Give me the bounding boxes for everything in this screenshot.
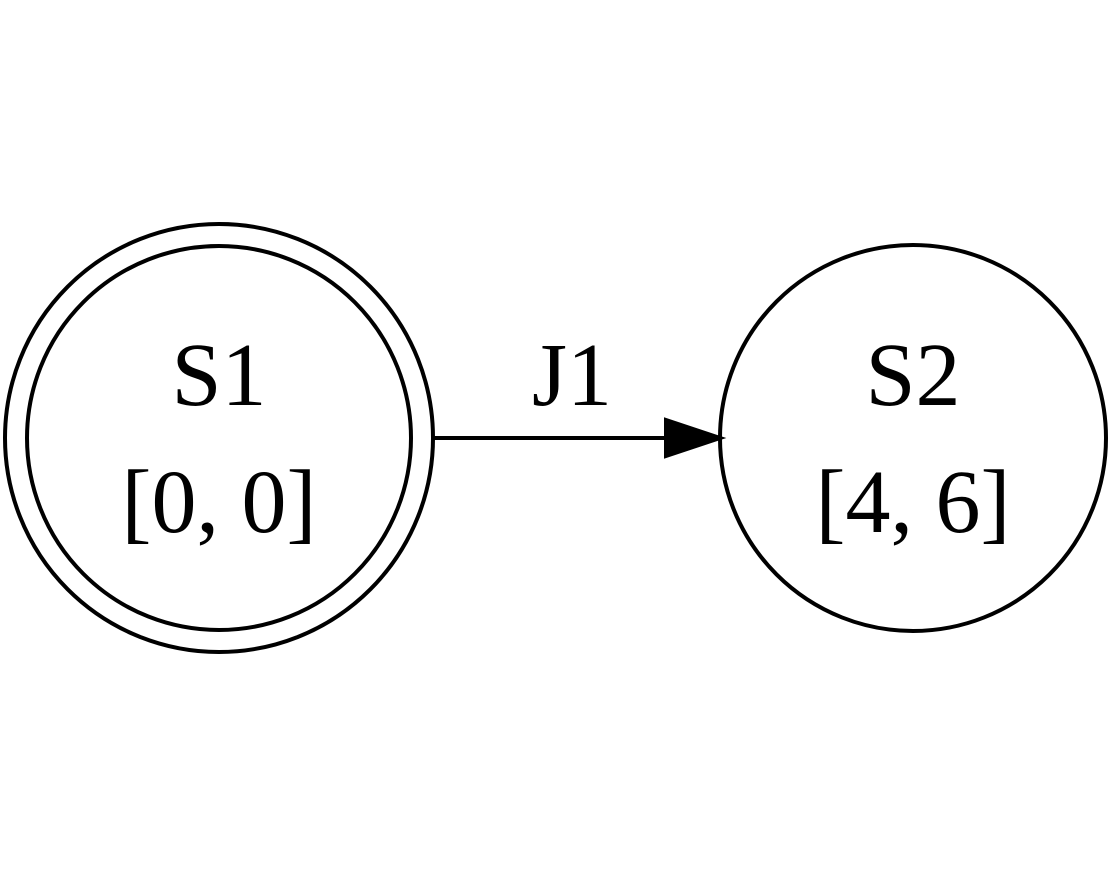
node-s2-value: [4, 6] (816, 453, 1011, 552)
node-s2-ring (718, 243, 1108, 633)
node-s2: S2 [4, 6] (718, 243, 1108, 633)
node-s1-name: S1 (171, 326, 266, 425)
node-s1-inner-ring (25, 244, 413, 632)
node-s1-outer-ring (3, 222, 435, 654)
arrow-head-icon (664, 417, 727, 459)
node-s1: S1 [0, 0] (3, 222, 435, 654)
node-s2-name: S2 (865, 326, 960, 425)
edge-s1-s2-label: J1 (532, 326, 612, 425)
node-s1-value: [0, 0] (122, 453, 317, 552)
edge-s1-s2: J1 (433, 326, 727, 459)
